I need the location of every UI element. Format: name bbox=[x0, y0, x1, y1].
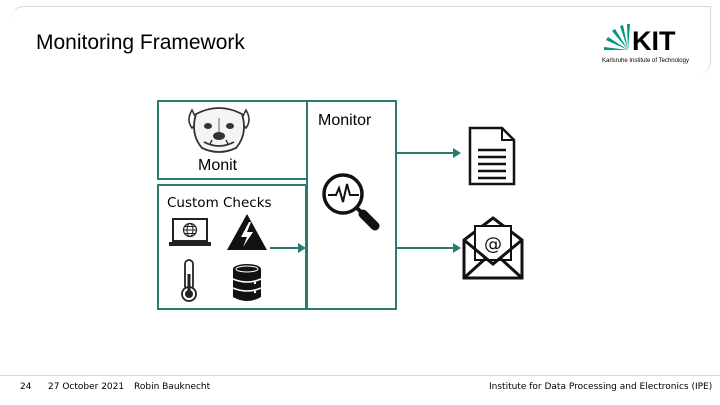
kit-logo-text: KIT bbox=[632, 26, 676, 56]
monit-label: Monit bbox=[198, 157, 238, 174]
page-title: Monitoring Framework bbox=[36, 31, 245, 54]
footer-institute: Institute for Data Processing and Electr… bbox=[489, 382, 713, 392]
kit-logo-rays bbox=[604, 24, 630, 50]
thermometer-icon bbox=[181, 259, 197, 302]
laptop-globe-icon bbox=[169, 218, 211, 246]
title-bar: Monitoring Framework KIT Karlsruhe Insti… bbox=[0, 0, 720, 82]
footer-date: 27 October 2021 bbox=[48, 382, 125, 392]
email-icon: @ bbox=[462, 216, 524, 280]
search-pulse-icon bbox=[322, 173, 380, 231]
footer-author: Robin Bauknecht bbox=[134, 382, 211, 392]
high-voltage-icon bbox=[227, 214, 267, 250]
page-number: 24 bbox=[20, 382, 32, 392]
document-icon bbox=[468, 126, 516, 186]
title-frame bbox=[10, 6, 711, 75]
kit-logo: KIT Karlsruhe Institute of Technology bbox=[602, 24, 689, 64]
kit-logo-subtitle: Karlsruhe Institute of Technology bbox=[602, 58, 689, 64]
svg-text:@: @ bbox=[484, 234, 502, 255]
footer: 24 27 October 2021 Robin Bauknecht Insti… bbox=[0, 374, 720, 405]
footer-divider bbox=[0, 375, 720, 376]
bulldog-icon bbox=[188, 107, 250, 153]
database-icon bbox=[232, 264, 262, 301]
monitor-box bbox=[306, 100, 397, 310]
arrow-checks-to-monitor bbox=[270, 243, 306, 253]
monitor-label: Monitor bbox=[318, 112, 372, 129]
custom-checks-label: Custom Checks bbox=[167, 195, 272, 211]
output-arrows bbox=[397, 148, 461, 253]
